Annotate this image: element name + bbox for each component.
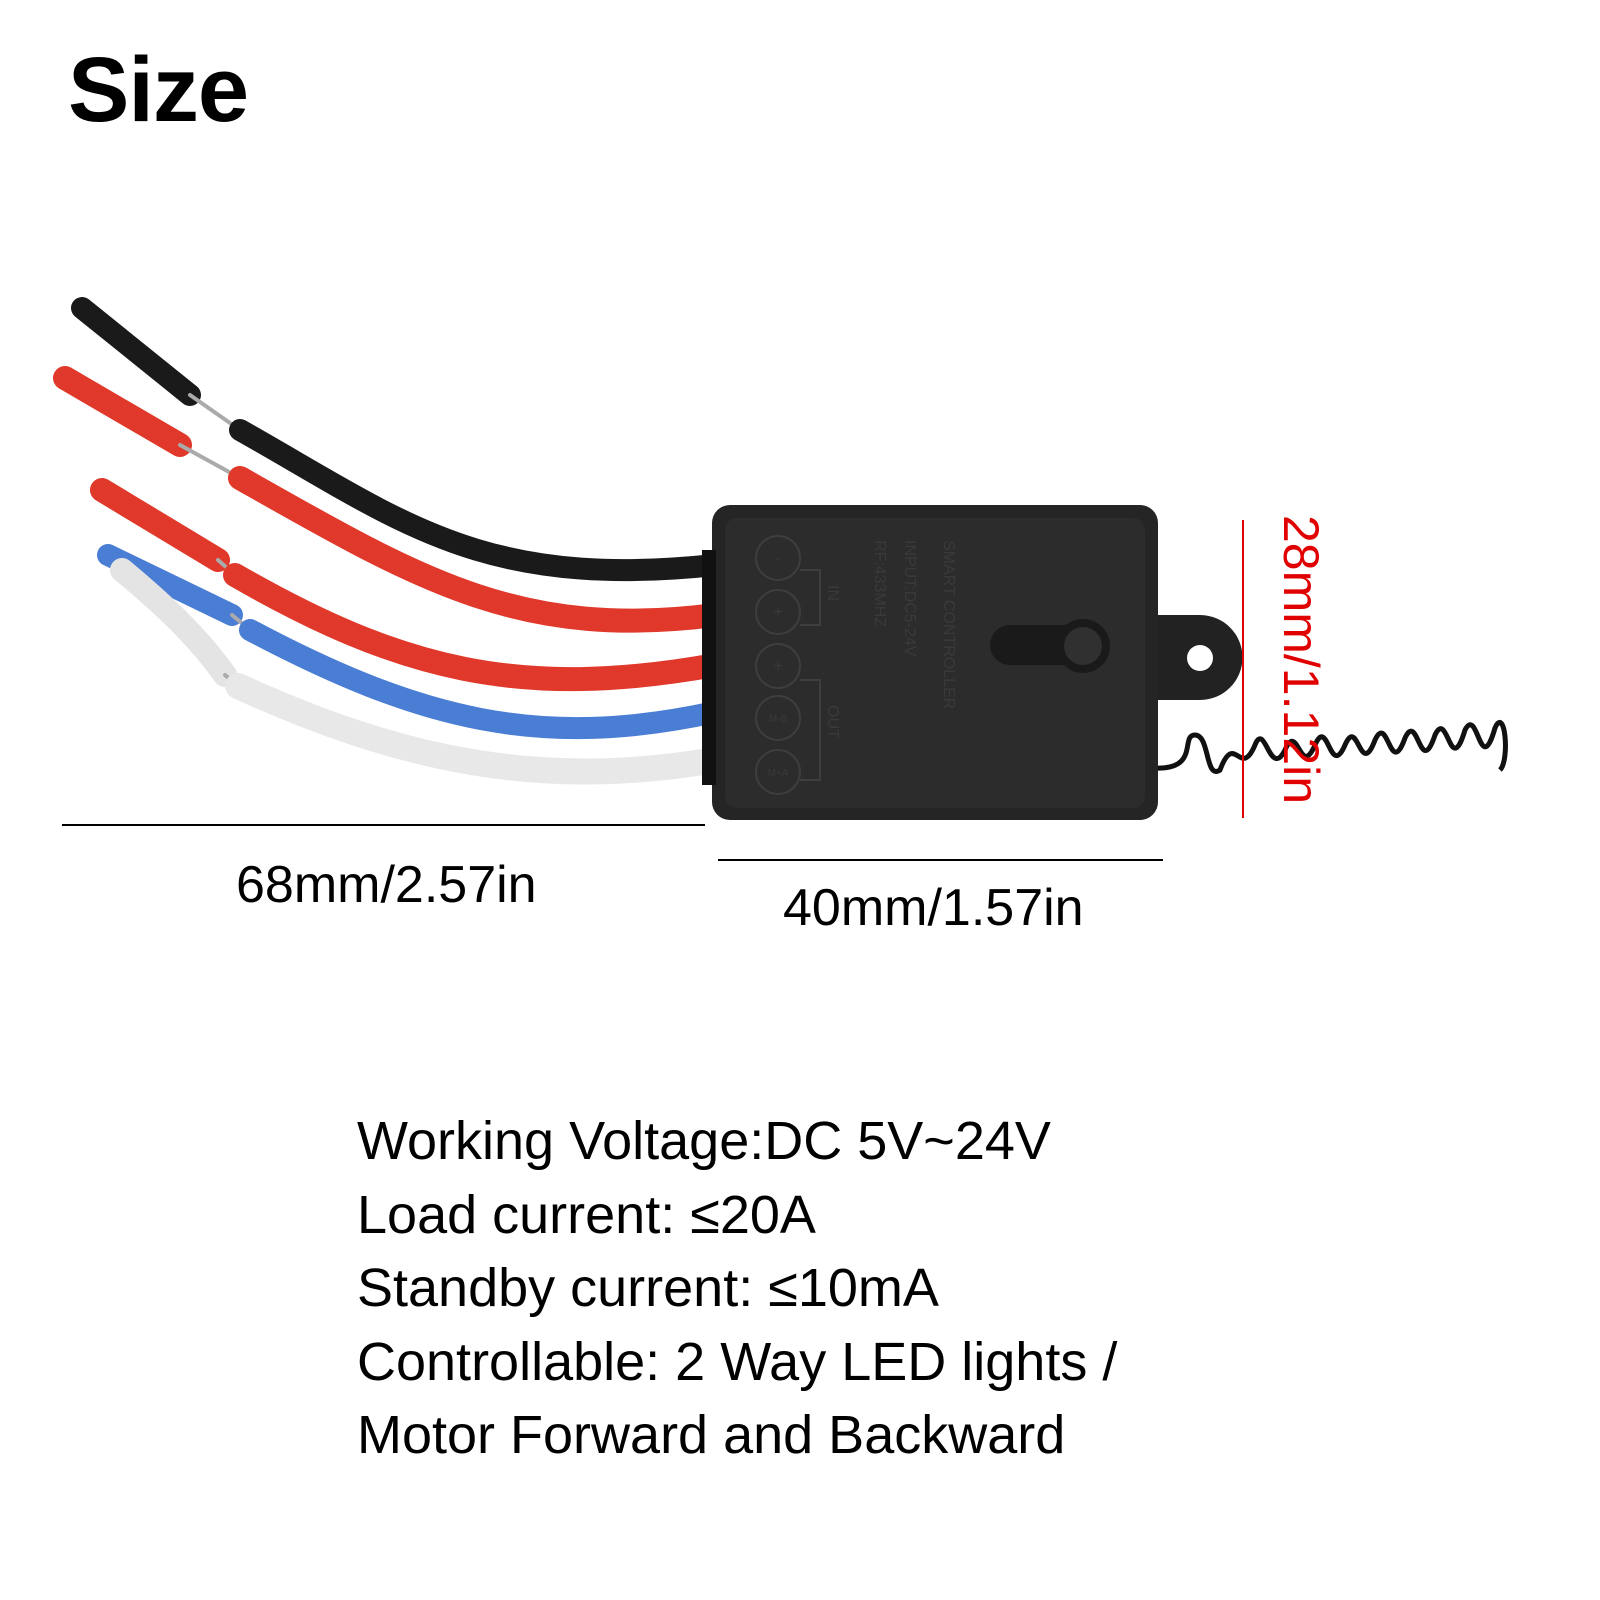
spec-controllable: Controllable: 2 Way LED lights / (357, 1331, 1118, 1392)
antenna-coil (1154, 720, 1508, 774)
button-icon (990, 619, 1110, 673)
wire-white (110, 558, 237, 687)
device-rf: RF:433MHZ (871, 540, 888, 627)
wire-red-2 (90, 478, 230, 572)
device-out-label: OUT (824, 705, 841, 739)
wire-length-label: 68mm/2.57in (236, 856, 537, 914)
pin-label: + (773, 658, 782, 675)
pin-label: - (775, 550, 780, 567)
pin-label: M-B (769, 714, 788, 725)
body-length-label: 40mm/1.57in (783, 879, 1084, 937)
pin-label: M+A (768, 768, 789, 779)
pin-markings (755, 535, 821, 795)
wires (53, 297, 728, 785)
body-width-label: 28mm/1.12in (1273, 515, 1329, 805)
spec-controllable-cont: Motor Forward and Backward (357, 1405, 1066, 1465)
device-name: SMART CONTROLLER (940, 540, 957, 709)
body-length-dimension-line (718, 859, 1163, 861)
spec-standby-current: Standby current: ≤10mA (357, 1258, 939, 1318)
device-in-label: IN (824, 585, 841, 601)
spec-voltage: Working Voltage:DC 5V~24V (357, 1111, 1051, 1171)
pin-label: + (773, 604, 782, 621)
page-title: Size (68, 39, 249, 141)
spec-list: Working Voltage:DC 5V~24V Load current: … (357, 1105, 1117, 1473)
wire-red-1 (53, 366, 192, 457)
mounting-hole-icon (1187, 645, 1213, 671)
device-input: INPUT:DC5-24V (901, 540, 918, 657)
spec-load-current: Load current: ≤20A (357, 1184, 816, 1245)
wire-length-dimension-line (62, 824, 705, 826)
wire-black (71, 297, 201, 406)
